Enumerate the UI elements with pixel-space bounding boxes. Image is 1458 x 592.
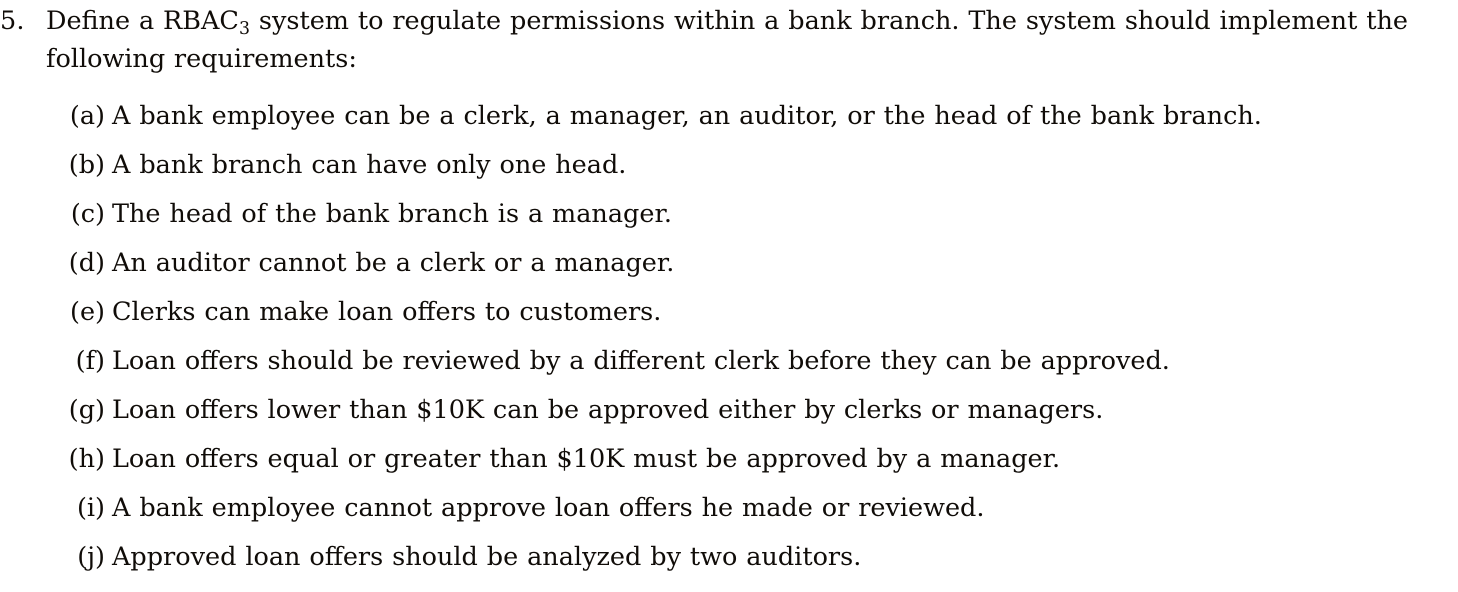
list-item-text: Loan offers lower than $10K can be appro… xyxy=(112,395,1104,425)
problem-stem-after-acronym: system to regulate permissions within a … xyxy=(46,6,1409,74)
list-item: (c) The head of the bank branch is a man… xyxy=(0,195,1430,244)
list-item-text: Loan offers equal or greater than $10K m… xyxy=(112,444,1061,474)
acronym-subscript: 3 xyxy=(238,18,250,39)
list-item-text: A bank employee cannot approve loan offe… xyxy=(112,493,985,523)
list-item-label: (d) xyxy=(68,248,105,278)
list-item-text: Loan offers should be reviewed by a diff… xyxy=(112,346,1170,376)
list-item-label: (g) xyxy=(68,395,105,425)
list-item-label: (i) xyxy=(76,493,105,523)
list-item-text: The head of the bank branch is a manager… xyxy=(112,199,672,229)
list-item: (e) Clerks can make loan offers to custo… xyxy=(0,293,1430,342)
problem-number-label: 5. xyxy=(0,6,25,36)
list-item-label: (j) xyxy=(77,542,105,572)
list-item-text: Clerks can make loan offers to customers… xyxy=(112,297,662,327)
list-item-text: Approved loan offers should be analyzed … xyxy=(112,542,862,572)
problem-statement: Define a RBAC3 system to regulate permis… xyxy=(46,2,1430,78)
list-item-label: (f) xyxy=(75,346,105,376)
list-item: (h) Loan offers equal or greater than $1… xyxy=(0,440,1430,489)
list-item-text: A bank employee can be a clerk, a manage… xyxy=(112,101,1262,131)
list-item-label: (e) xyxy=(70,297,105,327)
problem-item: 5. Define a RBAC3 system to regulate per… xyxy=(0,2,1430,78)
list-item-label: (a) xyxy=(69,101,105,131)
list-item-text: A bank branch can have only one head. xyxy=(112,150,627,180)
list-item-label: (b) xyxy=(68,150,105,180)
list-item-text: An auditor cannot be a clerk or a manage… xyxy=(112,248,675,278)
list-item: (g) Loan offers lower than $10K can be a… xyxy=(0,391,1430,440)
list-item: (b) A bank branch can have only one head… xyxy=(0,146,1430,195)
list-item: (a) A bank employee can be a clerk, a ma… xyxy=(0,97,1430,146)
list-item: (j) Approved loan offers should be analy… xyxy=(0,538,1430,587)
list-item-label: (h) xyxy=(68,444,105,474)
list-item: (f) Loan offers should be reviewed by a … xyxy=(0,342,1430,391)
list-item: (i) A bank employee cannot approve loan … xyxy=(0,489,1430,538)
problem-stem-before-acronym: Define a RBAC xyxy=(46,6,239,36)
list-item: (d) An auditor cannot be a clerk or a ma… xyxy=(0,244,1430,293)
requirements-list: (a) A bank employee can be a clerk, a ma… xyxy=(0,97,1430,587)
list-item-label: (c) xyxy=(70,199,105,229)
